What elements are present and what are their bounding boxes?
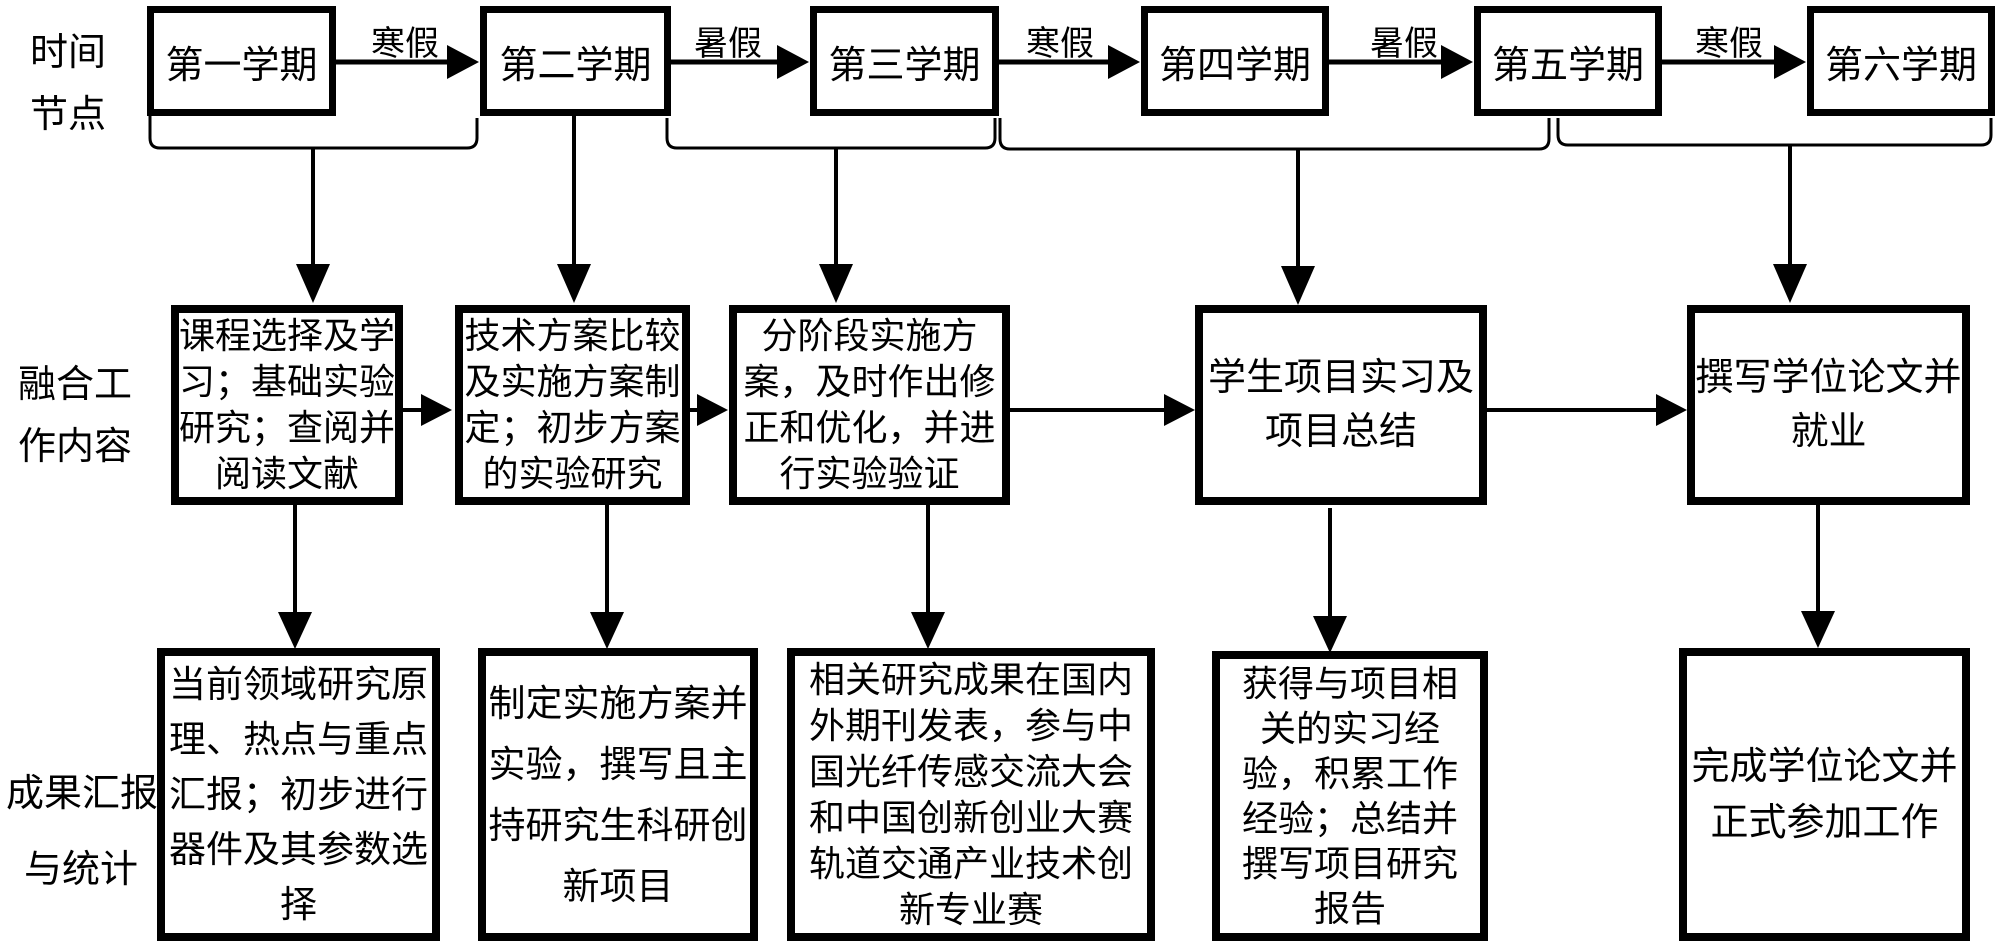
result-box-3: 相关研究成果在国内 外期刊发表，参与中 国光纤传感交流大会 和中国创新创业大赛 … bbox=[787, 648, 1155, 941]
result-box-1: 当前领域研究原 理、热点与重点 汇报；初步进行 器件及其参数选 择 bbox=[157, 648, 440, 941]
row-label-time-nodes: 时间 节点 bbox=[29, 32, 106, 136]
result-box-2: 制定实施方案并 实验，撰写且主 持研究生科研创 新项目 bbox=[478, 648, 758, 941]
row-label-results: 成果汇报 与统计 bbox=[6, 773, 159, 891]
semester-arrows bbox=[336, 45, 1806, 79]
row-label-work-content: 融合工 作内容 bbox=[17, 364, 132, 468]
break-label-5: 寒假 bbox=[1695, 24, 1763, 63]
semester-box-6: 第六学期 bbox=[1807, 6, 1995, 116]
break-label-3: 寒假 bbox=[1026, 24, 1094, 63]
break-label-1: 寒假 bbox=[371, 24, 439, 63]
semester-box-5: 第五学期 bbox=[1474, 6, 1662, 116]
group-braces bbox=[148, 113, 1993, 151]
break-label-4: 暑假 bbox=[1370, 24, 1438, 63]
work-box-3: 分阶段实施方 案，及时作出修 正和优化，并进 行实验验证 bbox=[729, 305, 1010, 505]
work-box-2: 技术方案比较 及实施方案制 定；初步方案 的实验研究 bbox=[455, 305, 690, 505]
work-flow-arrows bbox=[403, 394, 1687, 426]
semester-box-2: 第二学期 bbox=[480, 6, 671, 116]
semester-box-3: 第三学期 bbox=[810, 6, 999, 116]
work-box-5: 撰写学位论文并 就业 bbox=[1687, 305, 1970, 505]
semester-box-1: 第一学期 bbox=[147, 6, 336, 116]
drop-arrows bbox=[296, 115, 1807, 305]
result-box-5: 完成学位论文并 正式参加工作 bbox=[1679, 648, 1970, 941]
report-arrows bbox=[278, 505, 1835, 653]
work-box-1: 课程选择及学 习；基础实验 研究；查阅并 阅读文献 bbox=[171, 305, 403, 505]
semester-box-4: 第四学期 bbox=[1141, 6, 1329, 116]
work-box-4: 学生项目实习及 项目总结 bbox=[1195, 305, 1487, 505]
break-label-2: 暑假 bbox=[694, 24, 762, 63]
result-box-4: 获得与项目相 关的实习经 验，积累工作 经验；总结并 撰写项目研究 报告 bbox=[1212, 651, 1488, 941]
